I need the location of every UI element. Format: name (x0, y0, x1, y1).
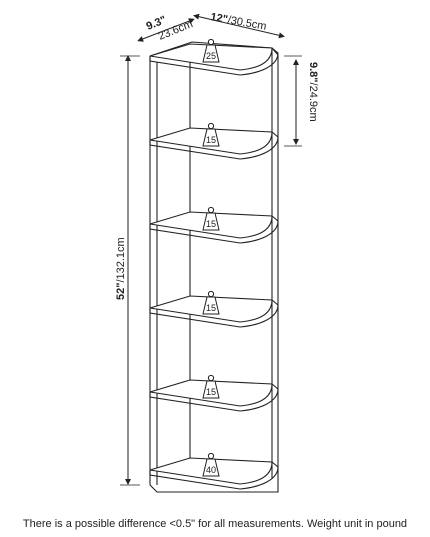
shelf-edge (149, 47, 279, 76)
height-inches: 52" (115, 283, 127, 300)
weight-knob-icon (207, 374, 215, 382)
depth-dimension: 9.3" 23.6cm (137, 14, 195, 43)
shelf-gap-cm: 24.9cm (307, 86, 319, 122)
shelf-gap-dimension: 9.8"/24.9cm (284, 55, 319, 147)
weight-icon (202, 296, 220, 315)
weight-icon (202, 380, 220, 399)
top-edge (149, 41, 279, 57)
weight-knob-icon (207, 452, 215, 460)
shelf-3: 15 (149, 206, 279, 244)
shelf-weight-label: 15 (206, 387, 216, 397)
weight-knob-icon (207, 122, 215, 130)
shelf-weight-label: 25 (206, 51, 216, 61)
shelf-weight-label: 15 (206, 219, 216, 229)
corner-shelf-unit (149, 41, 279, 493)
width-dimension: 12"/30.5cm (193, 11, 285, 39)
weight-knob-icon (207, 290, 215, 298)
shelf-weight-label: 15 (206, 135, 216, 145)
svg-text:9.8"/24.9cm: 9.8"/24.9cm (307, 62, 319, 122)
shelf-edge (149, 215, 279, 244)
shelf-5: 15 (149, 374, 279, 412)
weight-knob-icon (207, 38, 215, 46)
shelf-6: 40 (149, 452, 279, 490)
width-cm: 30.5cm (230, 15, 268, 33)
shelves: 25 15 15 15 15 40 (149, 38, 279, 490)
weight-icon (202, 212, 220, 231)
footnote: There is a possible difference <0.5" for… (22, 518, 408, 530)
shelf-weight-label: 40 (206, 465, 216, 475)
height-cm: 132.1cm (115, 237, 127, 279)
shelf-4: 15 (149, 290, 279, 328)
shelf-edge (149, 461, 279, 490)
shelf-weight-label: 15 (206, 303, 216, 313)
width-inches: 12" (209, 11, 228, 26)
shelf-2: 15 (149, 122, 279, 160)
shelf-gap-inches: 9.8" (307, 62, 319, 83)
weight-knob-icon (207, 206, 215, 214)
weight-icon (202, 128, 220, 147)
svg-text:52"/132.1cm: 52"/132.1cm (115, 237, 127, 300)
shelf-1: 25 (149, 38, 279, 76)
shelf-edge (149, 383, 279, 412)
shelf-edge (149, 131, 279, 160)
svg-text:12"/30.5cm: 12"/30.5cm (209, 11, 267, 33)
shelf-edge (149, 299, 279, 328)
weight-icon (202, 458, 220, 477)
base-edge (149, 484, 279, 493)
height-dimension: 52"/132.1cm (115, 55, 140, 486)
weight-icon (202, 44, 220, 63)
